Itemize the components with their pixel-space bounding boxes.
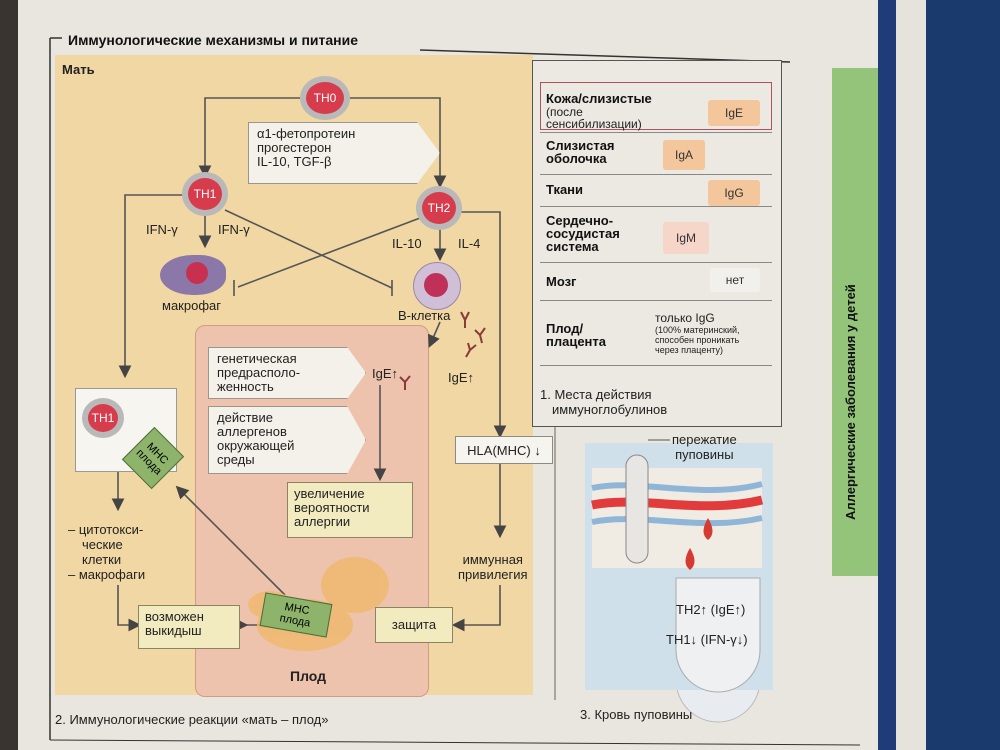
ige-fetus-label: IgE↑ [372,366,399,381]
igg-badge: IgG [708,180,760,206]
row-brain-label: Мозг [546,274,577,289]
macrophage-nucleus [186,262,208,284]
skin-row-highlight [540,82,772,130]
ige-badge: IgE [708,100,760,126]
row-divider [540,365,772,366]
igm-badge: IgM [663,222,709,254]
immune-privilege-label: иммунная привилегия [458,552,528,582]
ifn-gamma-right-label: IFN-γ [218,222,250,237]
caption-2: 2. Иммунологические реакции «мать – плод… [55,712,329,727]
ige-mother-label: IgE↑ [448,370,475,385]
b-cell-nucleus [424,273,448,297]
row-divider [540,262,772,263]
iga-badge: IgA [663,140,705,170]
book-spine-edge [878,0,896,750]
ifn-gamma-left-label: IFN-γ [146,222,178,237]
il10-label: IL-10 [392,236,422,251]
th1-cell: TH1 [182,172,228,216]
clamp-label: пережатие пуповины [672,432,737,462]
th1-inner-cell: TH1 [82,398,124,438]
cytotoxic-label: – цитотокси- ческие клетки – макрофаги [68,522,146,582]
genetic-predisposition-box: генетическая предрасполо- женность [208,347,366,399]
row-skin-label: Кожа/слизистые [546,91,652,106]
mother-label: Мать [62,62,95,77]
row-divider [540,174,772,175]
allergy-increase-box: увеличение вероятности аллергии [287,482,413,538]
fetus-label: Плод [290,668,327,684]
row-mucosa-label: Слизистая оболочка [546,138,615,166]
chapter-sidebar [832,68,878,576]
protection-box: защита [375,607,453,643]
b-cell-label: B-клетка [398,308,451,323]
row-fetus-label: Плод/ плацента [546,321,607,349]
row-divider [540,132,772,133]
macrophage-label: макрофаг [162,298,221,313]
igg-only-label: только IgG [655,311,715,325]
caption-3: 3. Кровь пуповины [580,707,693,722]
miscarriage-box: возможен выкидыш [138,605,240,649]
row-divider [540,300,772,301]
th1-ifn-line: TH1↓ (IFN-γ↓) [666,632,748,647]
section-title: Иммунологические механизмы и питание [62,32,364,48]
book-cover [926,0,1000,750]
th0-cell: TH0 [300,76,350,120]
next-page-edge [896,0,926,750]
row-skin-sub: (после сенсибилизации) [546,105,642,131]
th2-ige-line: TH2↑ (IgE↑) [676,602,746,617]
caption-1: 1. Места действия иммуноглобулинов [540,387,668,417]
hla-mhc-box: HLA(MHC) ↓ [455,436,553,464]
igg-only-note: (100% материнский, способен проникать че… [655,325,740,355]
mediator-box: α1-фетопротеин прогестерон IL-10, TGF-β [248,122,440,184]
il4-label: IL-4 [458,236,481,251]
none-badge: нет [710,268,760,292]
chapter-vertical-title: Аллергические заболевания у детей [843,284,858,520]
th2-cell: TH2 [416,186,462,230]
allergens-box: действие аллергенов окружающей среды [208,406,366,474]
row-divider [540,206,772,207]
row-cardio-label: Сердечно- сосудистая система [546,213,620,254]
row-tissue-label: Ткани [546,182,584,197]
